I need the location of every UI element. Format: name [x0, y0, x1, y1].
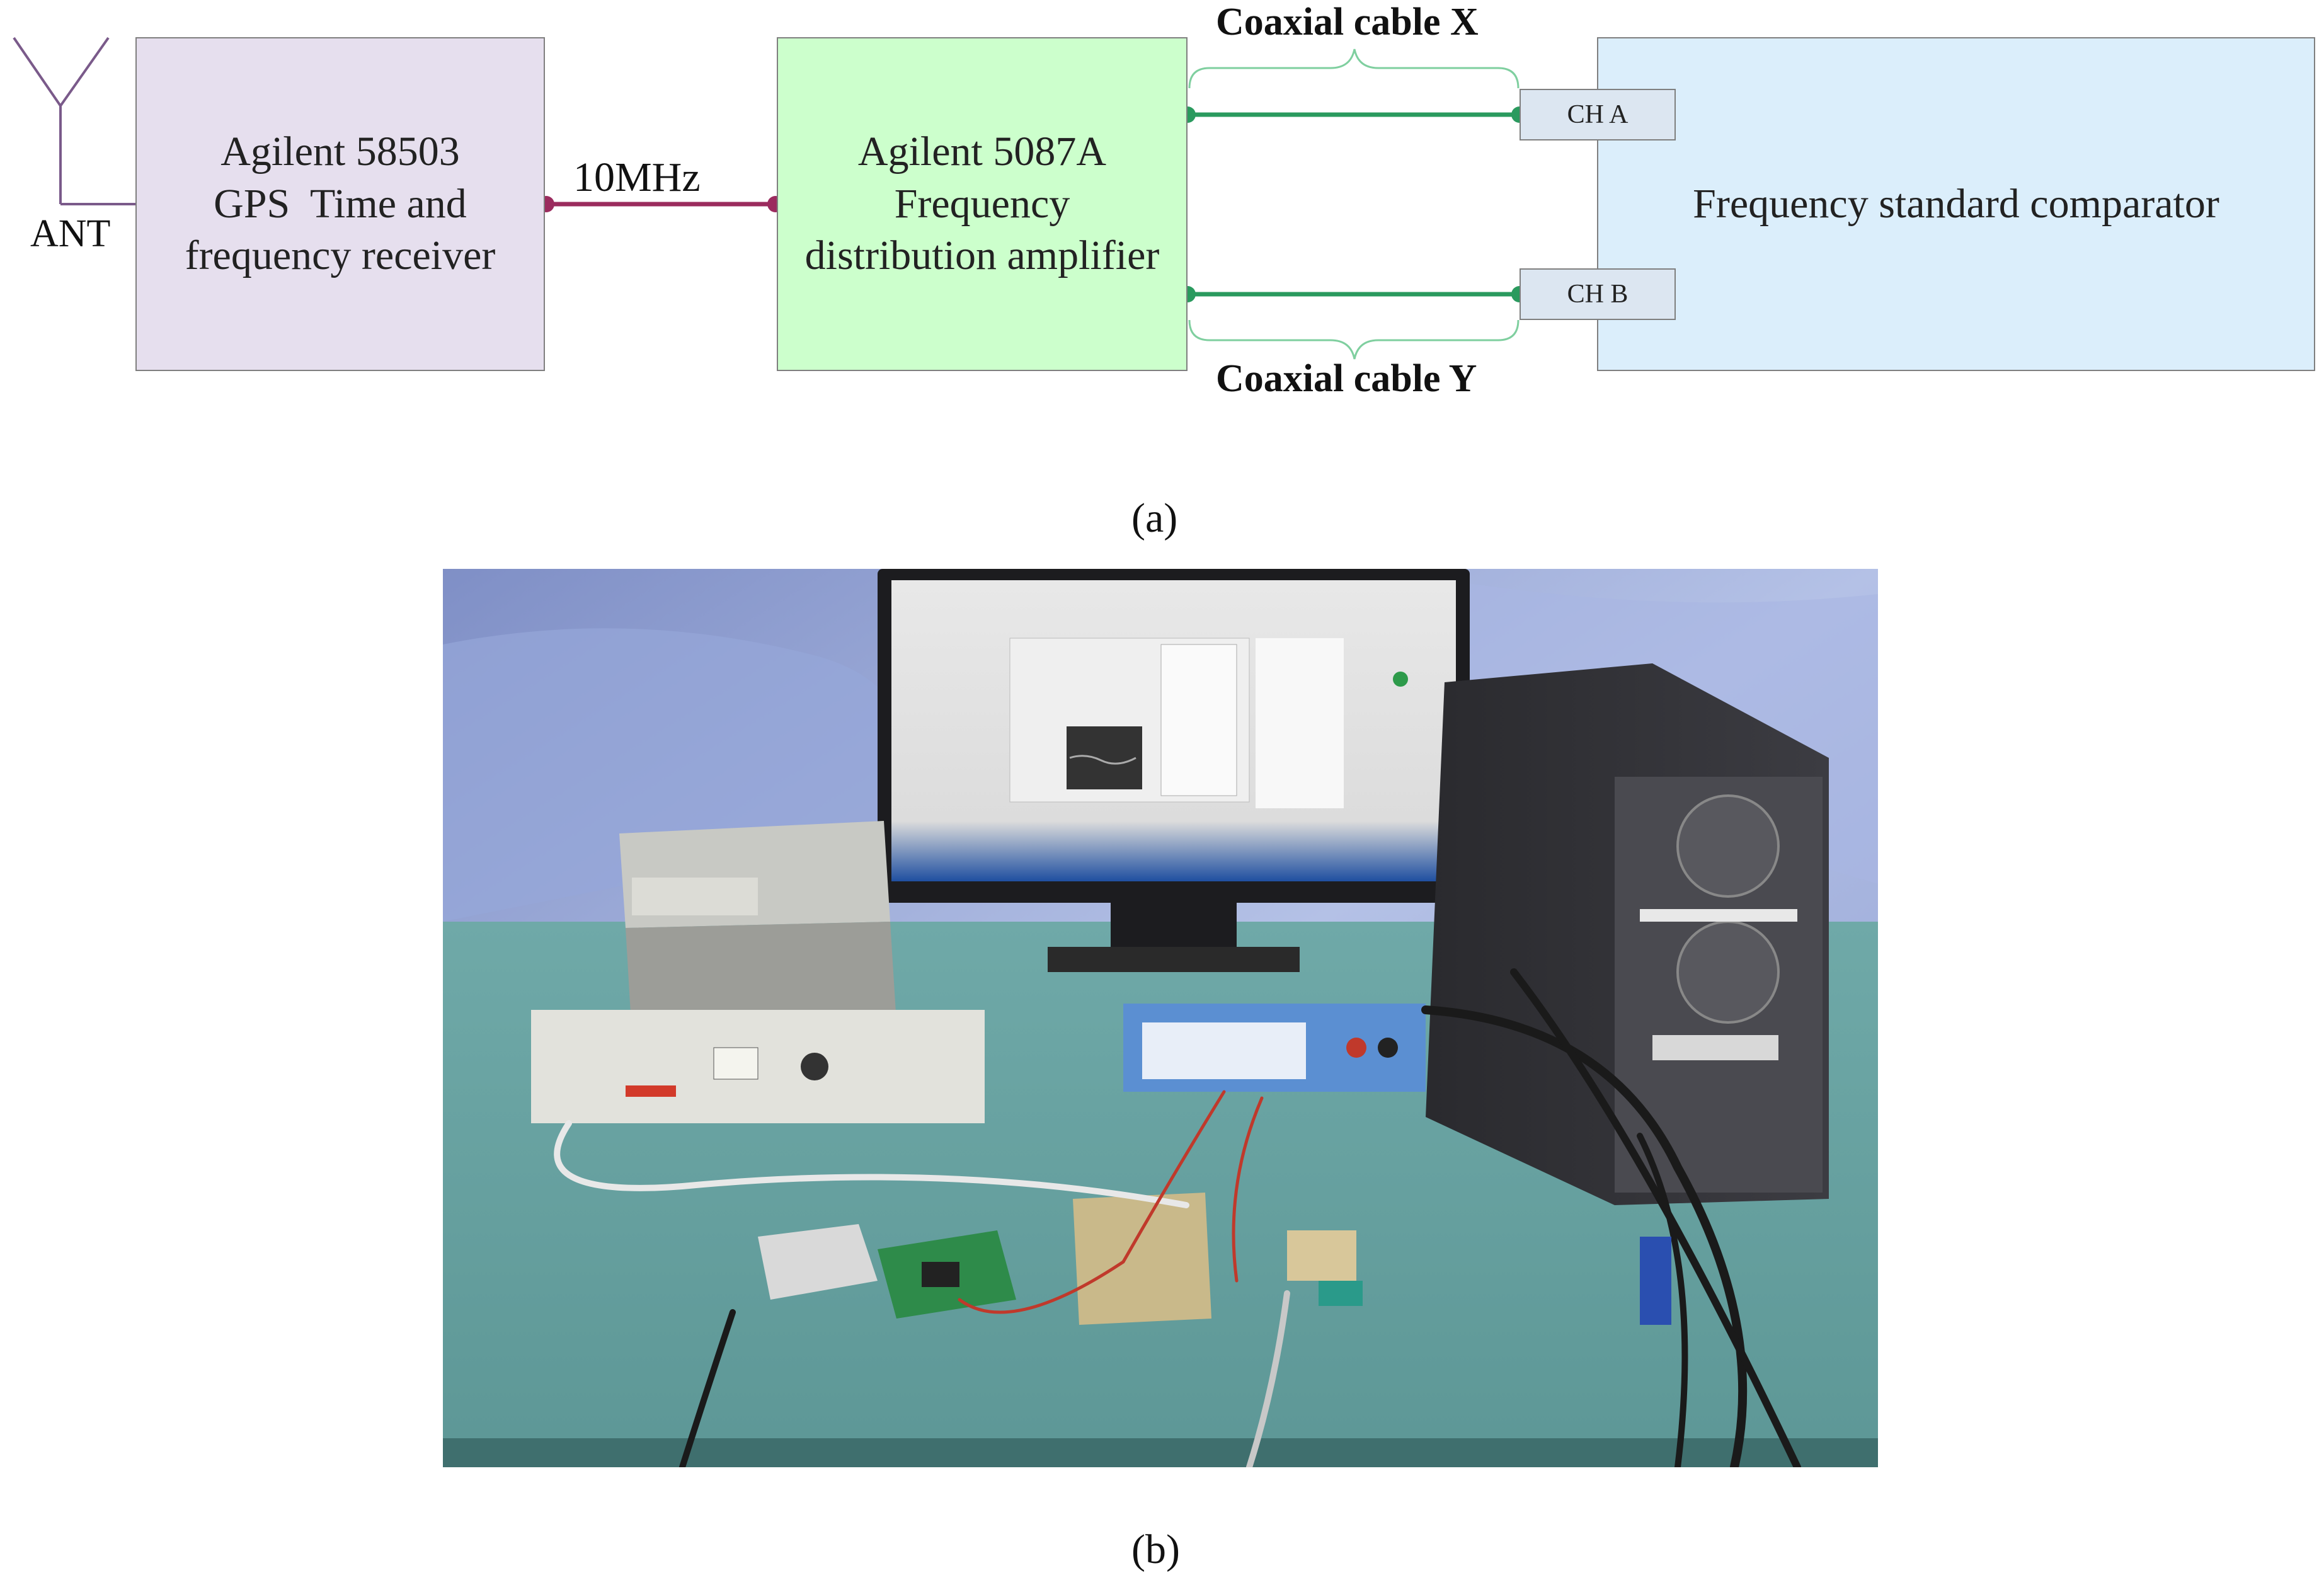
cable-x-brace	[1188, 49, 1520, 89]
coaxial-cable-x-line	[1179, 106, 1528, 123]
gps-box-line-2: GPS Time and	[214, 180, 467, 227]
cables-illustration	[554, 968, 1801, 1467]
frequency-comparator-box: Frequency standard comparator	[1597, 37, 2315, 371]
amp-box-line-2: Frequency	[894, 180, 1070, 227]
signal-frequency-label: 10MHz	[573, 154, 701, 200]
cable-y-label: Coaxial cable Y	[1216, 357, 1477, 400]
caption-b: (b)	[1131, 1526, 1180, 1572]
port-ch-a: CH A	[1520, 89, 1676, 140]
power-supply-illustration	[1123, 1004, 1426, 1092]
antenna-icon	[13, 37, 135, 205]
amp-box-line-1: Agilent 5087A	[857, 129, 1107, 175]
antenna-label: ANT	[30, 212, 111, 255]
port-ch-b: CH B	[1520, 268, 1676, 320]
cable-x-label: Coaxial cable X	[1216, 1, 1479, 43]
monitor-illustration	[878, 569, 1470, 972]
gps-box-line-1: Agilent 58503	[220, 129, 460, 175]
gps-receiver-box: Agilent 58503 GPS Time and frequency rec…	[135, 37, 545, 371]
lab-setup-photo	[443, 569, 1878, 1467]
circuit-boards-illustration	[758, 1193, 1363, 1325]
rack-instrument-illustration	[531, 1010, 985, 1123]
gps-box-line-3: frequency receiver	[185, 232, 496, 279]
amp-box-line-3: distribution amplifier	[804, 232, 1160, 279]
coaxial-cable-y-line	[1179, 286, 1528, 302]
comparator-label: Frequency standard comparator	[1693, 180, 2219, 227]
cable-y-brace	[1188, 319, 1520, 360]
caption-a: (a)	[1131, 495, 1178, 541]
distribution-amplifier-box: Agilent 5087A Frequency distribution amp…	[777, 37, 1188, 371]
lab-setup-illustration	[443, 569, 1878, 1467]
pc-tower-illustration	[1426, 663, 1829, 1205]
gps-receiver-illustration	[619, 821, 896, 1035]
